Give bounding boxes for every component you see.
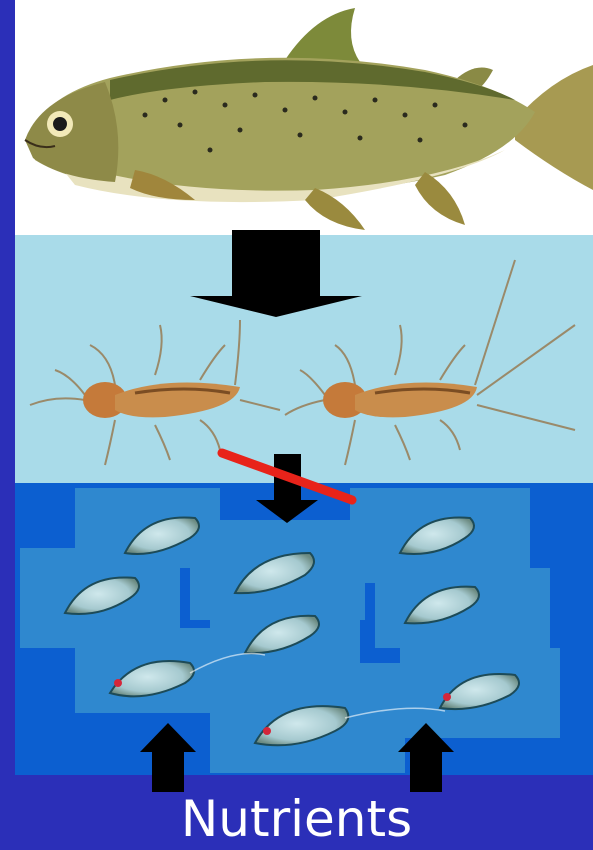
arrow-up-nutrients-right bbox=[398, 723, 454, 792]
arrow-up-nutrients-left bbox=[140, 723, 196, 792]
arrow-down-fish-to-insect bbox=[190, 230, 362, 317]
nutrients-label: Nutrients bbox=[0, 788, 593, 850]
